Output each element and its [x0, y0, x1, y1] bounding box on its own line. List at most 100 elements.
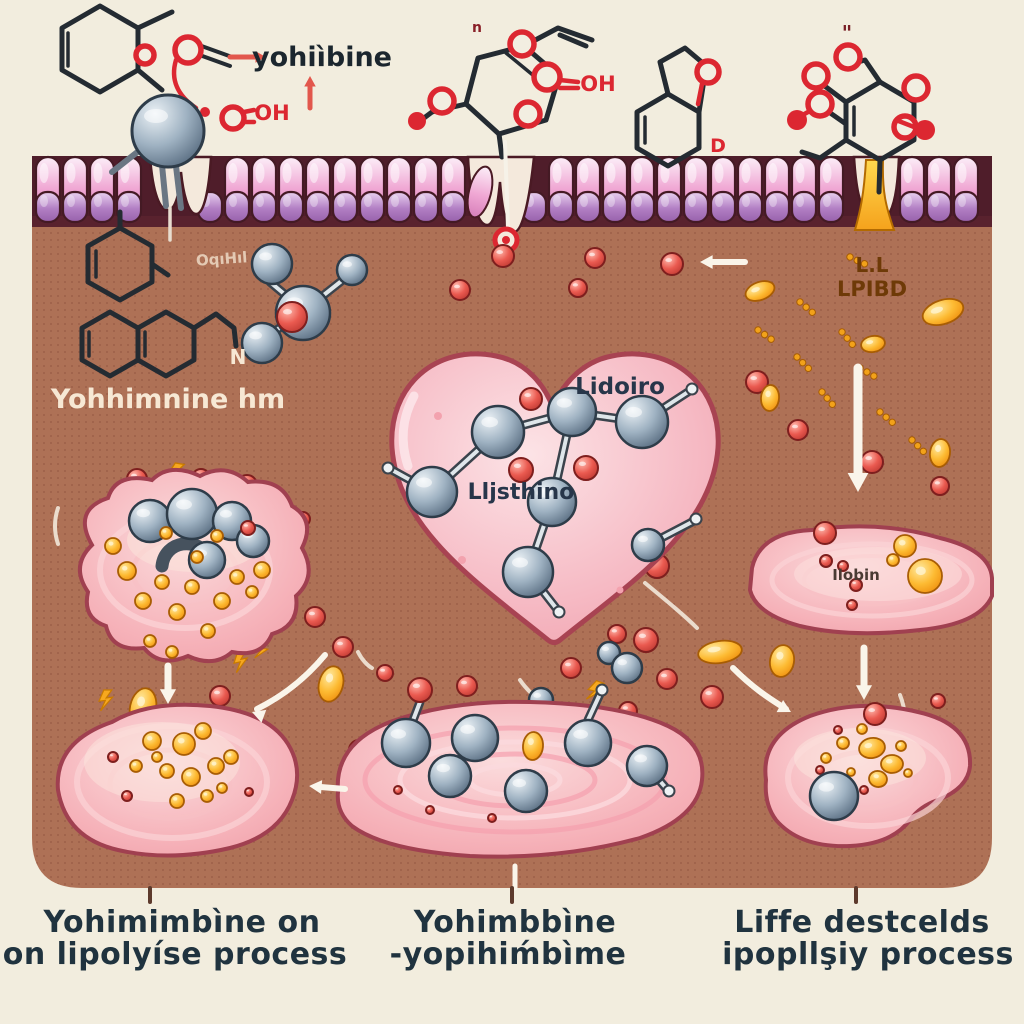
heart-speckle — [458, 556, 466, 564]
cell-ring — [397, 739, 633, 821]
lipid-droplet — [134, 592, 152, 610]
sphere-highlight — [601, 646, 609, 652]
lipid-highlight — [120, 163, 130, 183]
lipid-droplet — [169, 793, 185, 809]
lipid-highlight — [310, 195, 318, 207]
lipid-highlight — [579, 163, 589, 183]
trail-dot — [838, 328, 846, 336]
lipid-tail — [952, 190, 980, 224]
red-droplet — [508, 457, 534, 483]
quote-mark: " — [842, 21, 852, 45]
sphere-highlight — [818, 782, 834, 792]
arrow-head — [700, 255, 713, 269]
lipid-highlight — [391, 195, 399, 207]
lipid-droplet — [895, 740, 907, 752]
red-droplet — [833, 725, 843, 735]
burst-label-1: L.L — [855, 253, 888, 277]
lipid-highlight — [822, 163, 832, 183]
lipid-tail — [709, 190, 737, 224]
red-droplet — [449, 279, 471, 301]
lipid-droplet — [921, 297, 965, 327]
lipid-tail — [898, 190, 926, 224]
red-droplet — [332, 636, 354, 658]
lipid-droplet — [210, 529, 224, 543]
fat-cell-bottom-right — [763, 703, 973, 849]
red-droplet — [930, 476, 950, 496]
red-droplet — [573, 455, 599, 481]
red-droplet — [860, 450, 884, 474]
red-droplet — [837, 560, 849, 572]
lipid-droplet — [151, 751, 163, 763]
lipid-highlight — [390, 163, 400, 183]
lipid-droplet — [129, 759, 143, 773]
caption-right-2: ipopllşiy process — [722, 937, 1014, 972]
trail-dot — [908, 436, 916, 444]
droplet-highlight — [147, 736, 153, 741]
lipid-highlight — [39, 163, 49, 183]
lipid-tail — [439, 190, 467, 224]
lipid-droplet — [893, 534, 917, 558]
arrow-head — [255, 51, 266, 63]
lipid-highlight — [580, 195, 588, 207]
lipid-droplet — [907, 558, 943, 594]
droplet-highlight — [866, 340, 874, 345]
lipid-highlight — [309, 163, 319, 183]
molecule-stick-core — [586, 692, 602, 722]
cyto-molecule — [79, 209, 369, 379]
lipid-tail — [412, 190, 440, 224]
droplet-highlight — [817, 767, 820, 770]
lipid-droplet — [229, 569, 245, 585]
lipid-trail — [846, 253, 869, 268]
droplet-highlight — [193, 553, 198, 557]
lipid-trail — [754, 326, 775, 343]
droplet-highlight — [840, 563, 843, 566]
lipid-trail — [796, 298, 816, 316]
sphere-highlight — [536, 488, 552, 498]
red-droplet — [846, 599, 858, 611]
droplet-highlight — [154, 754, 158, 757]
receptor-stick — [109, 147, 184, 211]
lipid-trail — [908, 436, 928, 456]
lipid-droplet — [181, 767, 201, 787]
droplet-highlight — [792, 424, 798, 429]
hydrogen-nub — [685, 382, 699, 396]
lipid-droplet — [223, 749, 239, 765]
droplet-highlight — [110, 754, 113, 757]
trail-dot — [863, 368, 871, 376]
lipid-tail — [223, 190, 251, 224]
sphere-highlight — [512, 557, 528, 568]
burst-label-2: LPIBD — [837, 277, 907, 301]
droplet-highlight — [461, 680, 467, 685]
motion-swoosh — [643, 581, 699, 630]
lipid-highlight — [283, 195, 291, 207]
droplet-highlight — [163, 767, 168, 771]
molecule-sphere — [501, 545, 555, 599]
red-droplet — [849, 578, 863, 592]
lipid-droplet — [744, 280, 776, 302]
molecule-sphere — [630, 527, 666, 563]
arrow-head — [847, 473, 869, 492]
red-droplet — [633, 627, 659, 653]
trail-dot — [846, 253, 854, 261]
droplet-highlight — [572, 283, 578, 287]
hydrogen-nub — [552, 605, 566, 619]
droplet-highlight — [898, 743, 902, 746]
red-droplet — [276, 301, 308, 333]
lightning-bolt-icon — [98, 689, 115, 712]
lipid-tail — [817, 190, 845, 224]
red-droplet — [745, 370, 769, 394]
lipid-droplet — [117, 561, 137, 581]
lipid-highlight — [796, 195, 804, 207]
lipid-tail — [88, 190, 116, 224]
lipid-droplet — [868, 770, 888, 788]
lipid-highlight — [336, 163, 346, 183]
trail-dot — [843, 334, 851, 342]
lipid-droplet — [760, 384, 780, 412]
fat-cell-upper-left — [78, 468, 311, 664]
droplet-highlight — [905, 770, 909, 773]
fat-cell-bottom-left — [55, 702, 300, 858]
droplet-highlight — [848, 769, 852, 772]
droplet-highlight — [934, 481, 940, 485]
droplet-highlight — [750, 376, 757, 381]
